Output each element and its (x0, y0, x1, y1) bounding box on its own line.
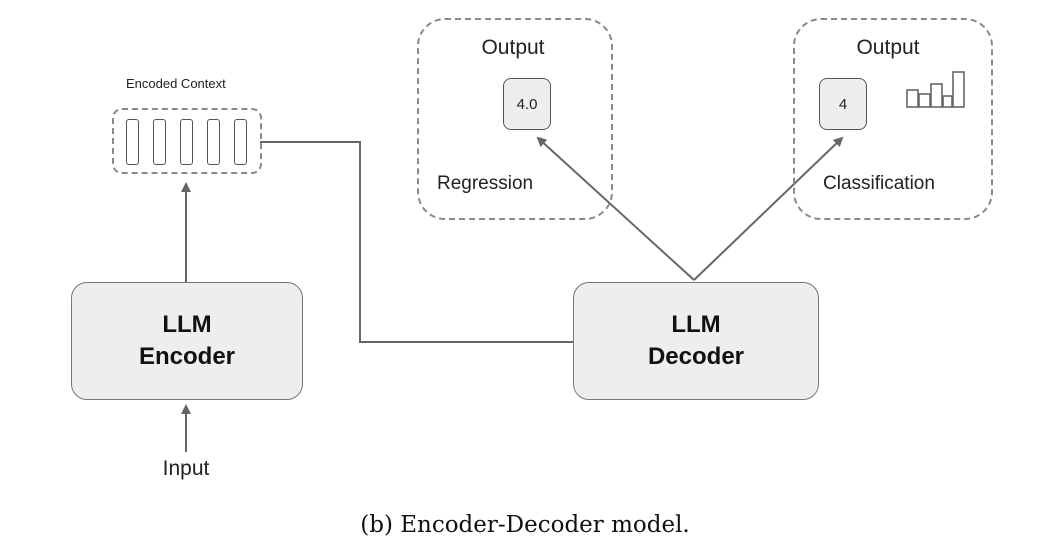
context-slot (153, 119, 166, 165)
context-slot (180, 119, 193, 165)
regression-task-label: Regression (437, 173, 534, 194)
bar-chart-icon (906, 71, 965, 108)
regression-output-title: Output (481, 36, 545, 59)
llm-decoder-box: LLM Decoder (573, 282, 819, 400)
regression-value-box: 4.0 (503, 78, 551, 130)
context-to-decoder-line (260, 141, 573, 343)
classification-task-label: Classification (823, 173, 935, 194)
encoded-context-box (112, 108, 262, 174)
decoder-to-regression-arrow (536, 136, 695, 281)
figure-caption: (b) Encoder-Decoder model. (360, 512, 690, 538)
input-label: Input (162, 457, 210, 480)
decoder-line1: LLM (671, 311, 721, 338)
context-slot (234, 119, 247, 165)
decoder-line2: Decoder (647, 343, 745, 370)
llm-encoder-box: LLM Encoder (71, 282, 303, 400)
regression-value: 4.0 (516, 95, 538, 113)
classification-output-panel (793, 18, 993, 220)
classification-value: 4 (838, 95, 848, 113)
encoder-line1: LLM (162, 311, 212, 338)
regression-output-panel (417, 18, 613, 220)
decoder-to-classification-arrow (693, 136, 844, 281)
classification-value-box: 4 (819, 78, 867, 130)
classification-output-title: Output (856, 36, 920, 59)
encoded-context-label: Encoded Context (126, 76, 226, 91)
context-slot (207, 119, 220, 165)
context-slot (126, 119, 139, 165)
encoder-line2: Encoder (138, 343, 236, 370)
